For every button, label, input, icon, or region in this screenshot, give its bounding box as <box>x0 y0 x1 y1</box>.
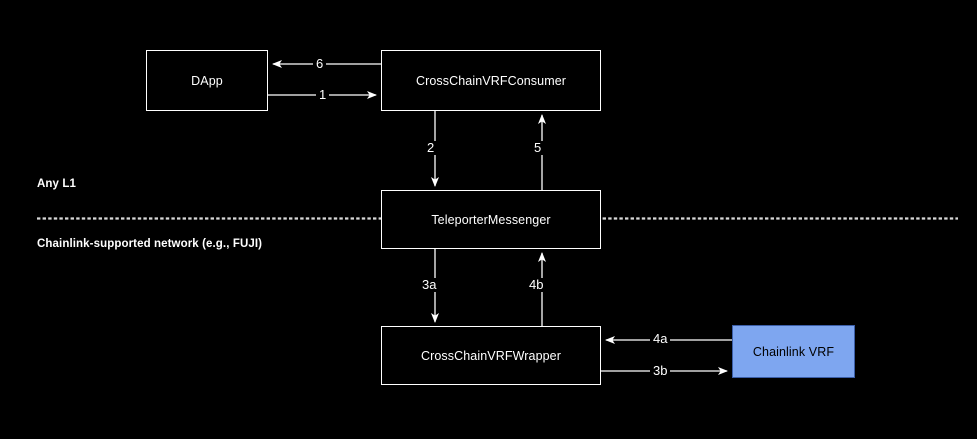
node-crosschainvrfconsumer-label: CrossChainVRFConsumer <box>415 73 567 88</box>
edge-label-4a: 4a <box>650 331 671 346</box>
node-dapp-label: DApp <box>191 73 223 88</box>
zone-label-any-l1-text: Any L1 <box>37 178 76 190</box>
edge-label-6-text: 6 <box>316 56 324 71</box>
zone-label-chainlink-network-text: Chainlink-supported network (e.g., FUJI) <box>37 238 263 250</box>
zone-label-any-l1: Any L1 <box>37 178 76 190</box>
edge-label-6: 6 <box>313 56 327 71</box>
edge-label-5: 5 <box>531 140 545 155</box>
edge-label-2: 2 <box>424 140 438 155</box>
edge-label-1: 1 <box>316 87 330 102</box>
edge-label-3a: 3a <box>419 277 440 292</box>
node-teleportermessenger-label: TeleporterMessenger <box>431 212 551 227</box>
edge-label-1-text: 1 <box>319 87 327 102</box>
edge-label-5-text: 5 <box>534 140 542 155</box>
node-crosschainvrfwrapper[interactable]: CrossChainVRFWrapper <box>381 326 601 385</box>
edge-label-4b-text: 4b <box>529 277 544 292</box>
node-chainlink-vrf[interactable]: Chainlink VRF <box>732 325 855 378</box>
edge-label-4b: 4b <box>526 277 547 292</box>
zone-label-chainlink-network: Chainlink-supported network (e.g., FUJI) <box>37 238 262 250</box>
edge-label-3b: 3b <box>650 363 671 378</box>
edge-label-2-text: 2 <box>427 140 435 155</box>
edge-label-3a-text: 3a <box>422 277 437 292</box>
node-chainlink-vrf-label: Chainlink VRF <box>752 344 835 359</box>
node-teleportermessenger[interactable]: TeleporterMessenger <box>381 190 601 249</box>
node-crosschainvrfconsumer[interactable]: CrossChainVRFConsumer <box>381 50 601 111</box>
node-dapp[interactable]: DApp <box>146 50 268 111</box>
edge-label-4a-text: 4a <box>653 331 668 346</box>
node-crosschainvrfwrapper-label: CrossChainVRFWrapper <box>420 348 561 363</box>
edge-label-3b-text: 3b <box>653 363 668 378</box>
